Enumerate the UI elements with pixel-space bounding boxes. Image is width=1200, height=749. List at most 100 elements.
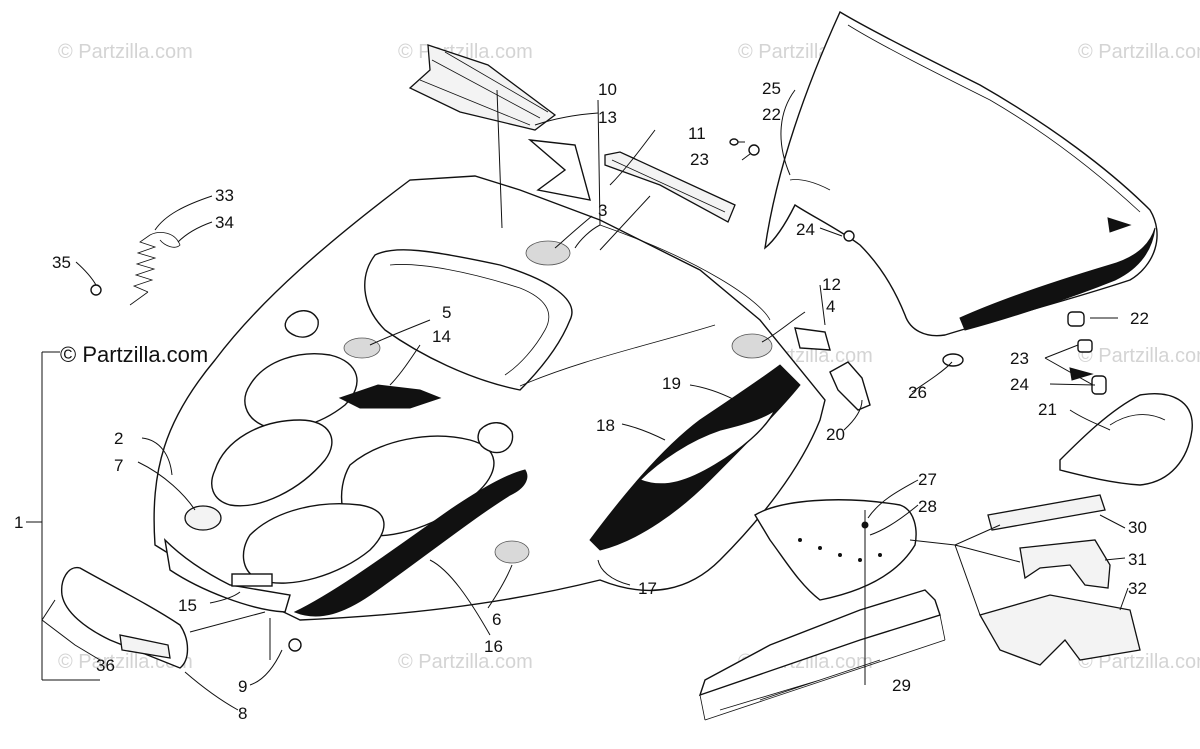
decal-7 <box>184 505 222 531</box>
skid-plate-edge <box>699 614 946 721</box>
hood-top-vent <box>284 310 319 338</box>
leader-22-24 <box>1044 317 1118 386</box>
belly-pan <box>754 499 917 601</box>
leader-36 <box>41 599 101 661</box>
decal-13 <box>527 139 591 201</box>
leader-28 <box>869 504 919 536</box>
hood-stripe-decal <box>293 469 528 617</box>
watermark: © Partzilla.com <box>1078 41 1200 63</box>
callout-22b: 22 <box>1130 309 1149 328</box>
callout-5: 5 <box>442 303 451 322</box>
rivet <box>798 538 802 542</box>
callout-12: 12 <box>822 275 841 294</box>
callout-3: 3 <box>598 201 607 220</box>
rivet <box>858 558 862 562</box>
hood-side-vent <box>477 422 514 454</box>
part-21-inner <box>1109 414 1166 426</box>
callout-1: 1 <box>14 513 23 532</box>
callout-34: 34 <box>215 213 234 232</box>
callout-20: 20 <box>826 425 845 444</box>
decal-5 <box>343 337 381 359</box>
washer-23b <box>1077 339 1093 353</box>
callout-9: 9 <box>238 677 247 696</box>
callout-13: 13 <box>598 108 617 127</box>
decal-6 <box>494 540 530 564</box>
screw-35 <box>90 284 102 296</box>
leader-33 <box>154 195 213 231</box>
hood-nameplate <box>231 573 273 587</box>
rivet <box>878 553 882 557</box>
leader-27 <box>867 479 919 519</box>
leader-lines <box>26 89 1129 711</box>
hood-side-scoop-lower <box>211 419 333 507</box>
leader-4 <box>761 311 806 343</box>
watermark: © Partzilla.com <box>1078 345 1200 367</box>
watermark-dark: © Partzilla.com <box>60 342 208 367</box>
windshield-hardware <box>729 138 1107 395</box>
leader-5 <box>369 319 431 346</box>
callout-33: 33 <box>215 186 234 205</box>
windshield-mount <box>789 179 831 191</box>
callout-21: 21 <box>1038 400 1057 419</box>
leader-15 <box>189 591 271 660</box>
hood-front-nose <box>163 537 291 613</box>
callout-29: 29 <box>892 676 911 695</box>
leader-18 <box>621 423 666 441</box>
callout-36: 36 <box>96 656 115 675</box>
leader-30-31-32 <box>1099 514 1129 611</box>
watermark: © Partzilla.com <box>398 651 533 673</box>
screw-9 <box>288 638 302 652</box>
top-decals <box>408 44 736 223</box>
leader-8 <box>184 671 239 711</box>
callout-6: 6 <box>492 610 501 629</box>
callout-23b: 23 <box>1010 349 1029 368</box>
hood-side-graphic-inner <box>638 407 777 485</box>
windshield-assembly <box>764 10 1158 337</box>
hood-crease <box>519 324 716 387</box>
callout-4: 4 <box>826 297 835 316</box>
callout-32: 32 <box>1128 579 1147 598</box>
decal-11-stripe <box>611 159 726 213</box>
callout-28: 28 <box>918 497 937 516</box>
callout-27: 27 <box>918 470 937 489</box>
leader-9 <box>249 649 283 686</box>
leader-7 <box>137 461 196 511</box>
leader-10b <box>574 99 601 249</box>
hood-logo-decal <box>338 384 442 409</box>
leader-12 <box>819 284 826 326</box>
watermark: © Partzilla.com <box>1078 651 1200 673</box>
hood-windshield-opening <box>364 249 573 391</box>
leader-16 <box>429 559 491 636</box>
screw-22b <box>1067 311 1085 327</box>
callout-11: 11 <box>688 124 706 143</box>
leader-21 <box>1069 409 1111 431</box>
hood-side-scoop-upper <box>244 353 358 430</box>
callout-8: 8 <box>238 704 247 723</box>
callout-16: 16 <box>484 637 503 656</box>
decal-12 <box>794 327 831 351</box>
pad-30 <box>987 494 1106 531</box>
leader-14 <box>389 344 421 386</box>
leader-22-23 <box>738 141 751 161</box>
windshield <box>764 10 1158 337</box>
leader-3 <box>554 215 593 249</box>
washer-26 <box>942 353 964 367</box>
leader-6 <box>487 564 513 609</box>
windshield-inner-edge <box>847 24 1141 213</box>
decal-3 <box>525 240 571 266</box>
leader-19 <box>689 384 736 401</box>
windshield-stripe <box>959 227 1156 331</box>
spring-hook <box>149 232 181 248</box>
decal-10-stripes <box>419 51 549 126</box>
leader-24 <box>819 227 843 237</box>
decal-4 <box>731 333 773 359</box>
spring-coil <box>132 234 157 293</box>
watermark: © Partzilla.com <box>58 41 193 63</box>
leader-10 <box>496 89 599 229</box>
leader-17 <box>597 559 631 586</box>
spring-assembly <box>90 232 181 306</box>
rivet <box>838 553 842 557</box>
pad-31 <box>1019 539 1111 589</box>
leader-1 <box>26 351 100 681</box>
